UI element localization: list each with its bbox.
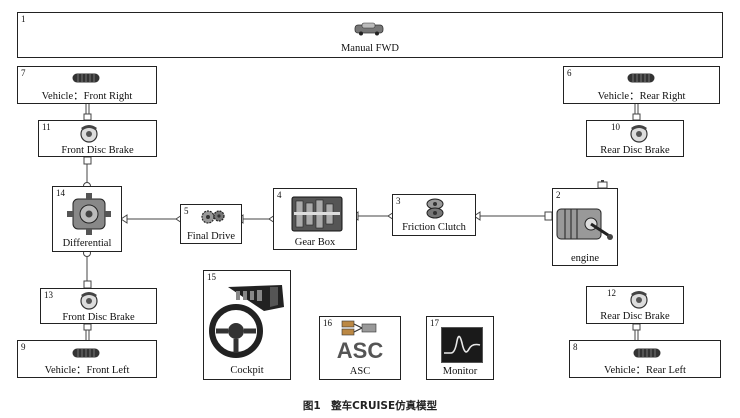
block-cockpit[interactable]: 15 Cockpit xyxy=(203,270,291,380)
block-number: 2 xyxy=(556,190,561,200)
block-number: 13 xyxy=(44,290,53,300)
gear-pair-icon xyxy=(201,210,225,224)
block-asc[interactable]: 16 ASC ASC xyxy=(319,316,401,380)
steering-wheel-icon xyxy=(209,285,284,358)
block-number: 10 xyxy=(611,122,620,132)
car-icon xyxy=(354,22,384,36)
block-label: engine xyxy=(571,253,599,264)
disc-brake-icon xyxy=(80,125,98,143)
block-vehicle-rear-left[interactable]: 8 Vehicle：Rear Left xyxy=(569,340,721,378)
asc-icon-text: ASC xyxy=(336,338,384,363)
fuel-can-icon xyxy=(597,180,608,189)
block-number: 7 xyxy=(21,68,26,78)
block-label: Vehicle：Front Left xyxy=(44,365,130,376)
block-label: Final Drive xyxy=(186,231,236,242)
block-number: 4 xyxy=(277,190,282,200)
block-number: 17 xyxy=(430,318,439,328)
gearbox-icon xyxy=(291,196,343,232)
block-number: 8 xyxy=(573,342,578,352)
disc-brake-icon xyxy=(630,291,648,309)
tire-icon xyxy=(72,348,100,358)
block-label: Front Disc Brake xyxy=(62,312,135,323)
block-front-disc-brake-left[interactable]: 13 Front Disc Brake xyxy=(40,288,157,324)
block-rear-disc-brake-right[interactable]: 10 Rear Disc Brake xyxy=(586,120,684,157)
block-label: Vehicle：Rear Left xyxy=(604,365,686,376)
block-number: 3 xyxy=(396,196,401,206)
plug-connector-icon xyxy=(341,320,377,336)
block-label: ASC xyxy=(349,366,371,377)
block-vehicle-rear-right[interactable]: 6 Vehicle：Rear Right xyxy=(563,66,720,104)
block-number: 12 xyxy=(607,288,616,298)
block-friction-clutch[interactable]: 3 Friction Clutch xyxy=(392,194,476,236)
engine-piston-icon xyxy=(556,208,613,240)
oscilloscope-icon xyxy=(441,327,483,363)
block-label: Differential xyxy=(62,238,112,249)
block-label: Cockpit xyxy=(230,365,264,376)
tire-icon xyxy=(633,348,661,358)
block-front-disc-brake-right[interactable]: 11 Front Disc Brake xyxy=(38,120,157,157)
block-number: 14 xyxy=(56,188,65,198)
block-number: 5 xyxy=(184,206,189,216)
block-vehicle-front-left[interactable]: 9 Vehicle：Front Left xyxy=(17,340,157,378)
clutch-icon xyxy=(426,198,444,219)
block-label: Rear Disc Brake xyxy=(600,311,670,322)
disc-brake-icon xyxy=(630,125,648,143)
block-number: 16 xyxy=(323,318,332,328)
block-number: 15 xyxy=(207,272,216,282)
block-label: Vehicle：Rear Right xyxy=(597,91,686,102)
block-label: Rear Disc Brake xyxy=(600,145,670,156)
block-label: Monitor xyxy=(442,366,478,377)
block-number: 1 xyxy=(21,14,26,24)
block-number: 6 xyxy=(567,68,572,78)
block-gear-box[interactable]: 4 Gear Box xyxy=(273,188,357,250)
block-label: Gear Box xyxy=(294,237,336,248)
block-manual-fwd[interactable]: 1 Manual FWD xyxy=(17,12,723,58)
tire-icon xyxy=(627,73,655,83)
disc-brake-icon xyxy=(80,292,98,310)
block-monitor[interactable]: 17 Monitor xyxy=(426,316,494,380)
block-label: Manual FWD xyxy=(340,43,400,54)
block-number: 9 xyxy=(21,342,26,352)
block-engine[interactable]: 2 engine xyxy=(552,188,618,266)
differential-icon xyxy=(67,193,111,235)
block-label: Friction Clutch xyxy=(402,222,466,233)
block-label: Vehicle：Front Right xyxy=(41,91,133,102)
figure-caption: 图1 整车CRUISE仿真模型 xyxy=(302,400,438,412)
block-rear-disc-brake-left[interactable]: 12 Rear Disc Brake xyxy=(586,286,684,324)
block-final-drive[interactable]: 5 Final Drive xyxy=(180,204,242,244)
block-label: Front Disc Brake xyxy=(61,145,134,156)
block-number: 11 xyxy=(42,122,51,132)
block-differential[interactable]: 14 Differential xyxy=(52,186,122,252)
tire-icon xyxy=(72,73,100,83)
block-vehicle-front-right[interactable]: 7 Vehicle：Front Right xyxy=(17,66,157,104)
